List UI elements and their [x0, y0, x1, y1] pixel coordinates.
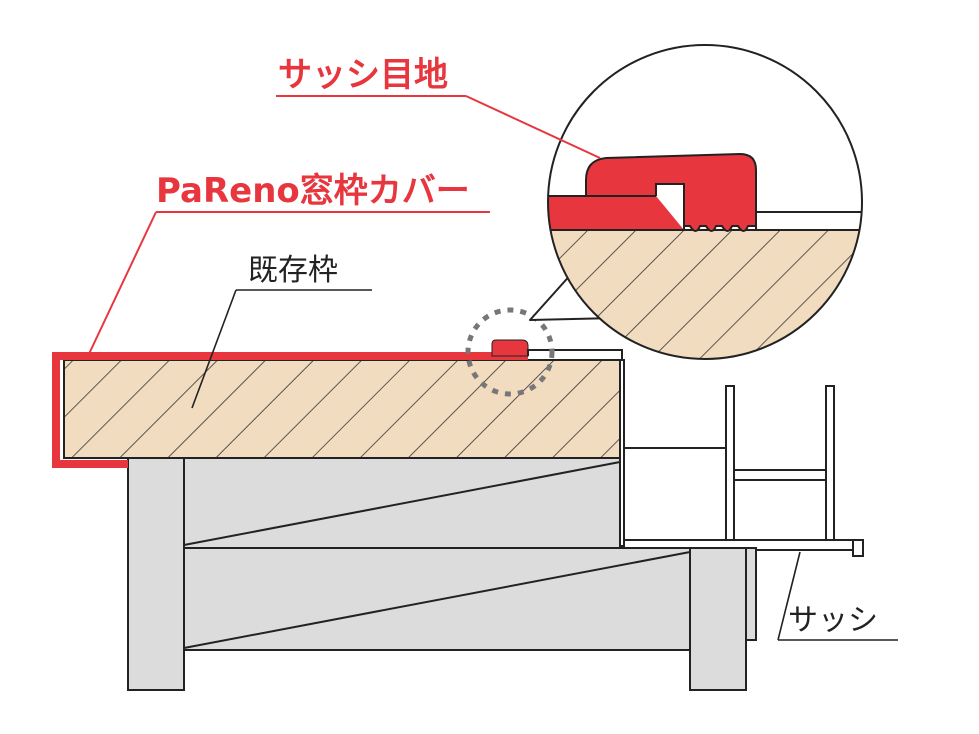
pareno-cover-edge — [52, 352, 528, 468]
leader-lines — [87, 95, 898, 641]
frame-step — [527, 349, 623, 360]
existing-substructure — [127, 457, 747, 691]
sash-joint-small — [491, 339, 529, 357]
zoom-bubble — [547, 44, 863, 360]
label-sash-joint: サッシ目地 — [278, 55, 448, 95]
existing-wood-frame — [63, 359, 621, 459]
label-pareno-cover: PaReno窓枠カバー — [156, 171, 470, 211]
detail-marker-circle — [465, 307, 555, 397]
label-existing-frame: 既存枠 — [248, 253, 338, 288]
label-sash: サッシ — [788, 603, 878, 638]
